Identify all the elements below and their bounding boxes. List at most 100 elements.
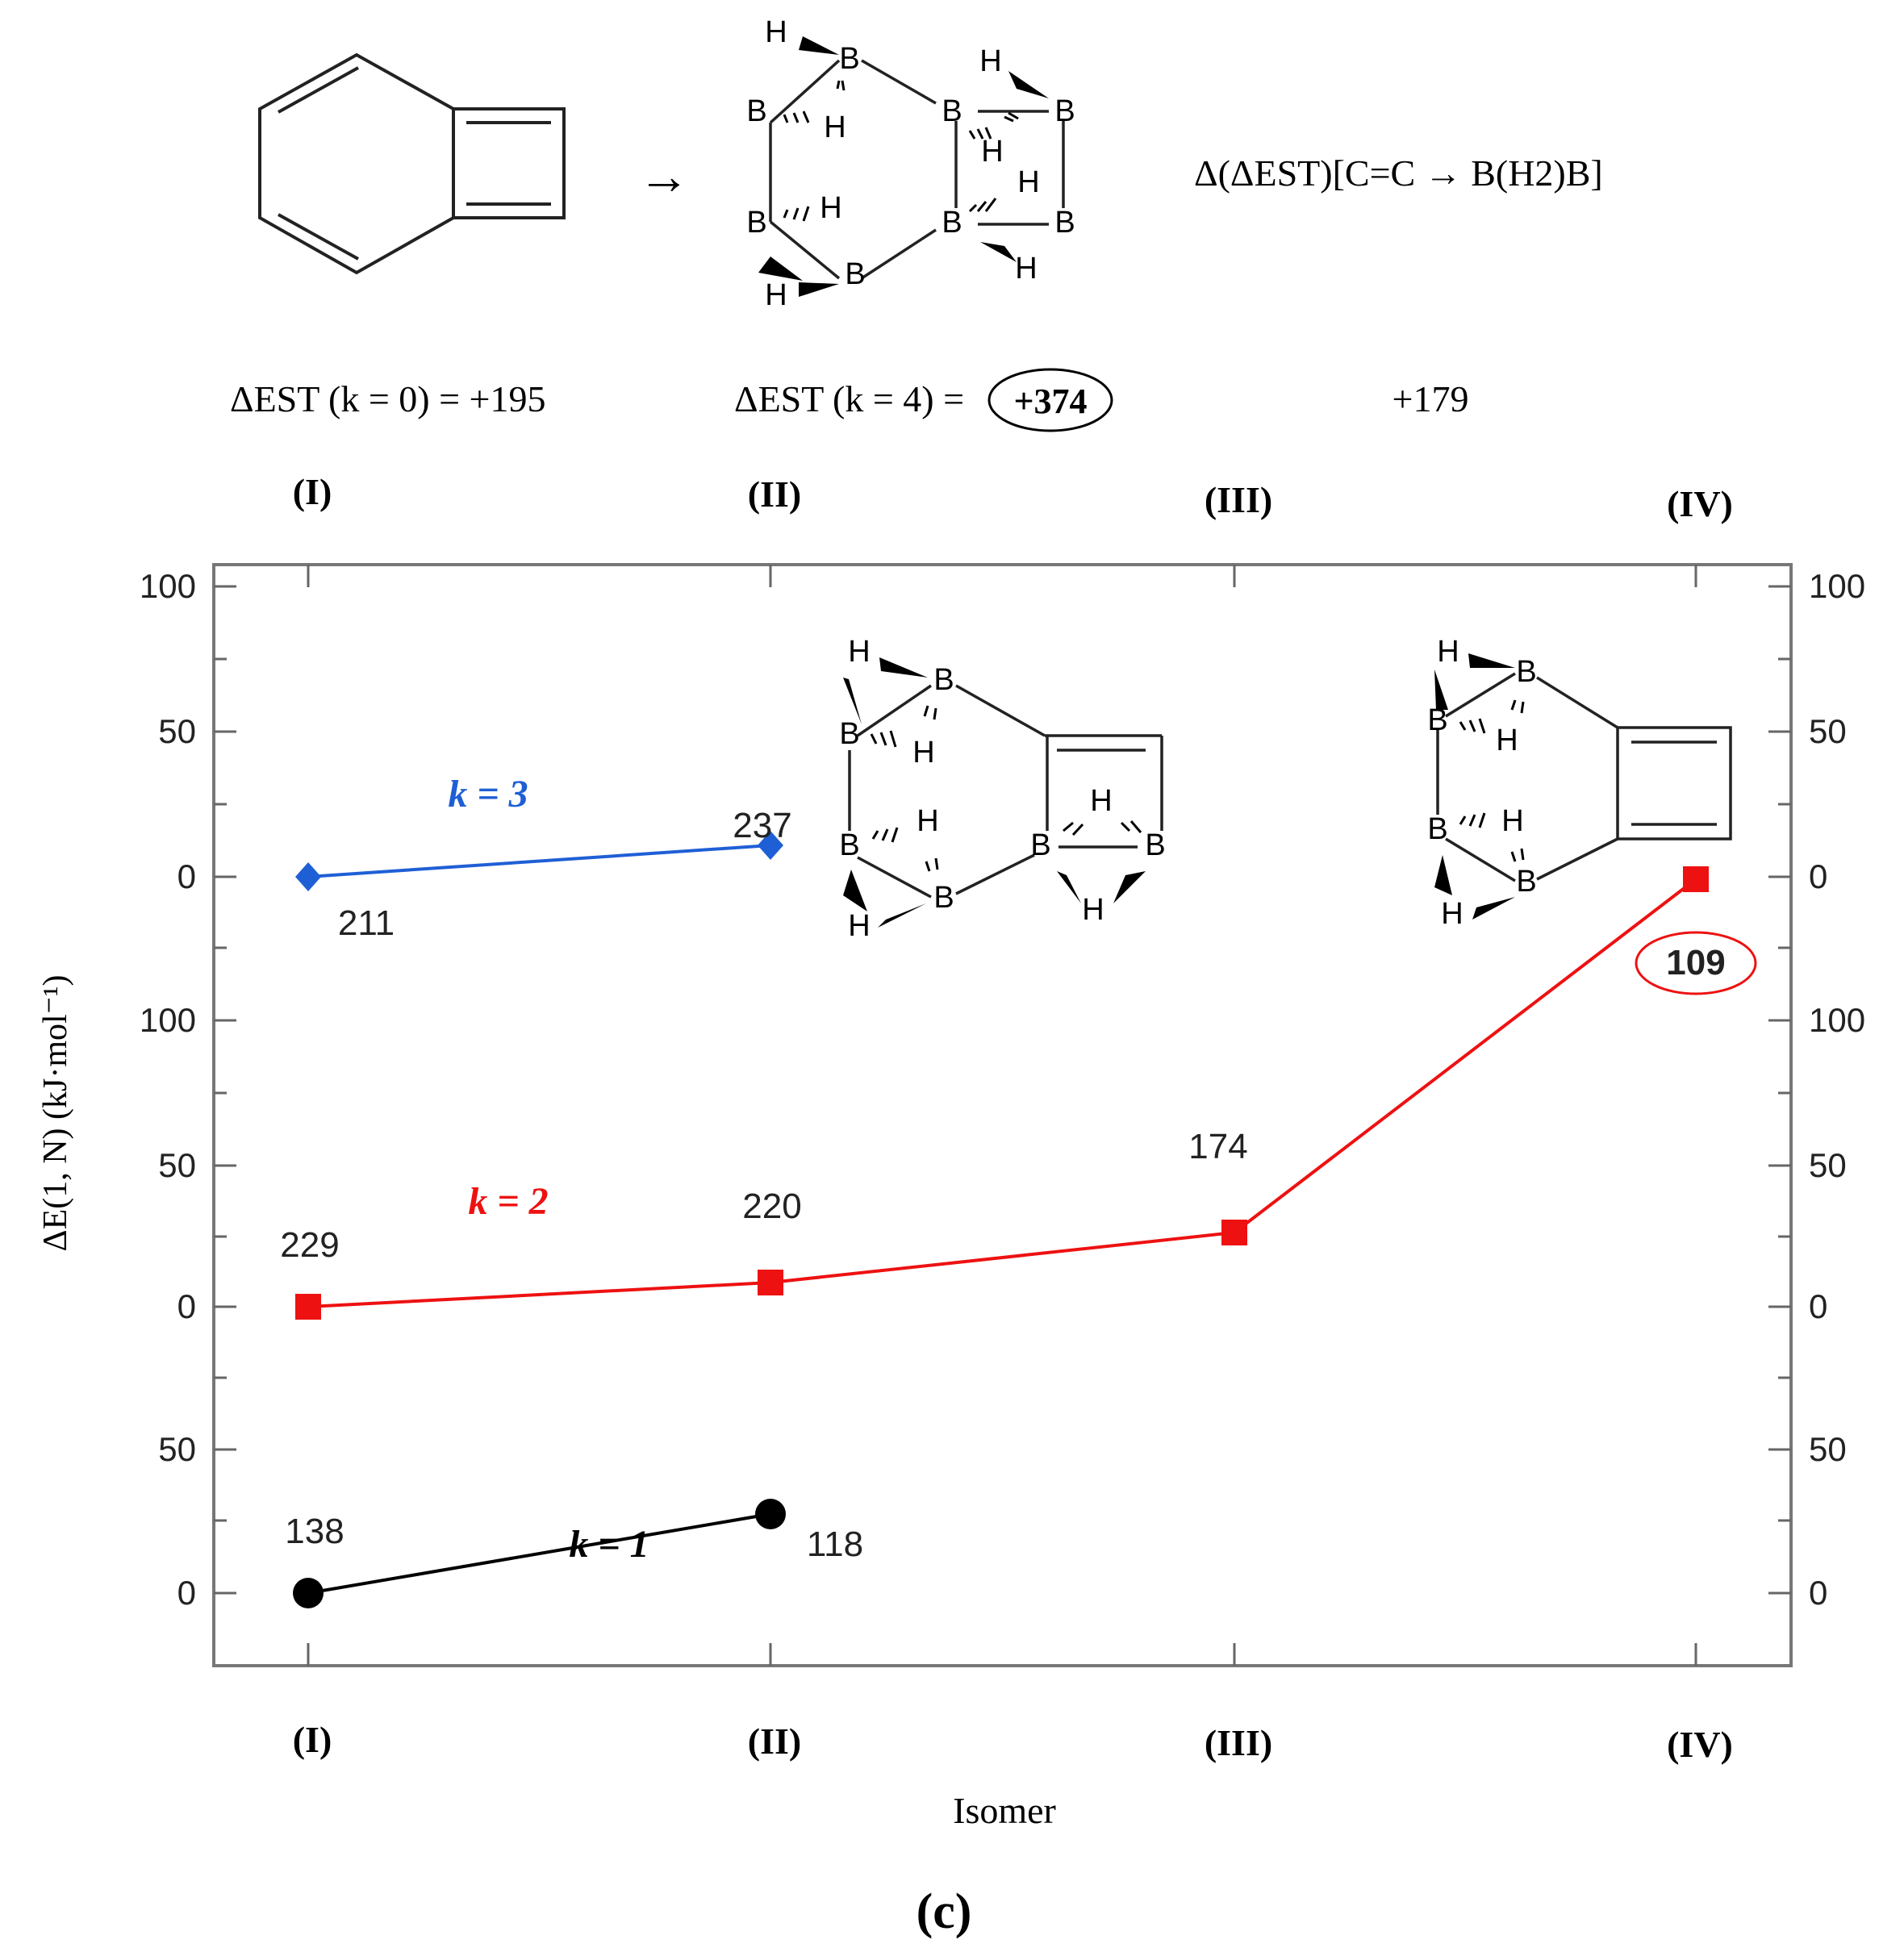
data-point	[758, 831, 783, 860]
series-name-label: k = 2	[468, 1180, 548, 1223]
y-tick-label-left: 100	[140, 1001, 196, 1039]
svg-text:B: B	[746, 206, 766, 240]
data-label: 229	[280, 1225, 339, 1265]
top-isomer-label: (I)	[293, 471, 332, 512]
series-name-labels: k = 3 k = 2 k = 1	[448, 773, 649, 1566]
y-tick-label-right: 50	[1809, 1430, 1847, 1468]
x-tick-label: (IV)	[1667, 1724, 1733, 1765]
y-tick-label-left: 50	[158, 712, 196, 750]
est-k4-label: ΔEST (k = 4) =	[734, 378, 964, 419]
svg-text:B: B	[1054, 206, 1075, 240]
y-tick-label-right: 100	[1809, 567, 1865, 605]
borane-structure-top: B B B B B B B B H H H H H H H H	[746, 15, 1075, 312]
series-layer	[293, 831, 1709, 1608]
borane-structure-isomer-iii: B B B B B B H H H H H H	[839, 635, 1165, 943]
borane-structure-isomer-iv: B B B B H H H H	[1427, 635, 1732, 931]
value-labels: 211 237 229 220 174 109 138 118	[280, 806, 1757, 1564]
svg-text:B: B	[839, 42, 859, 76]
svg-text:H: H	[765, 15, 787, 49]
y-tick-label-right: 0	[1809, 857, 1827, 895]
svg-text:H: H	[979, 44, 1001, 78]
data-label: 109	[1666, 943, 1725, 982]
x-tick-labels: (I) (II) (III) (IV)	[293, 1719, 1733, 1765]
panel-label: (c)	[917, 1884, 972, 1939]
data-point	[295, 1294, 321, 1320]
x-axis-title: Isomer	[953, 1790, 1056, 1831]
svg-text:B: B	[839, 828, 859, 862]
svg-text:H: H	[1441, 897, 1463, 931]
axis-ticks	[214, 565, 1791, 1666]
svg-text:H: H	[912, 736, 934, 770]
svg-text:B: B	[1427, 812, 1447, 846]
svg-text:B: B	[933, 881, 954, 915]
svg-text:B: B	[1516, 865, 1536, 899]
series-name-label: k = 1	[569, 1523, 649, 1566]
reaction-arrow: →	[638, 148, 690, 205]
svg-text:H: H	[824, 111, 846, 144]
svg-text:B: B	[1030, 828, 1050, 862]
data-label: 237	[733, 806, 791, 845]
delta-est-value: +179	[1393, 378, 1469, 419]
y-tick-label-left: 0	[177, 1574, 196, 1612]
data-label: 138	[285, 1512, 344, 1551]
data-label: 174	[1188, 1127, 1247, 1166]
x-tick-label: (II)	[748, 1721, 801, 1762]
y-tick-labels: 100 100 50 50 0 0 100 100 50 50 0 0 50 50 0 0	[140, 567, 1865, 1612]
y-tick-label-left: 100	[140, 567, 196, 605]
benzocyclobutadiene-structure	[258, 52, 566, 275]
svg-text:B: B	[1145, 828, 1165, 862]
series-line-k1	[307, 1512, 771, 1595]
x-tick-label: (I)	[293, 1719, 332, 1760]
data-label: 220	[742, 1187, 801, 1226]
svg-text:H: H	[1082, 893, 1104, 927]
est-k4-value: +374	[1013, 382, 1087, 421]
delta-delta-est-label: Δ(ΔEST)[C=C → B(H2)B]	[1194, 152, 1603, 194]
y-axis-title: ΔE(1, N) (kJ·mol⁻¹)	[37, 975, 74, 1252]
top-isomer-labels: (I)(II)(III)(IV)	[293, 471, 1733, 524]
top-isomer-label: (III)	[1205, 479, 1272, 520]
y-tick-label-right: 50	[1809, 712, 1847, 750]
data-point	[293, 1578, 324, 1608]
svg-text:H: H	[1090, 784, 1112, 818]
series-line-k2	[307, 878, 1697, 1308]
y-tick-label-left: 50	[158, 1146, 196, 1184]
data-label: 118	[807, 1525, 863, 1564]
series-name-label: k = 3	[448, 773, 528, 815]
est-k4-highlight-circle	[987, 368, 1113, 432]
svg-text:H: H	[1017, 165, 1039, 199]
svg-text:H: H	[765, 278, 787, 312]
y-tick-label-left: 0	[177, 1287, 196, 1325]
y-tick-label-right: 50	[1809, 1146, 1847, 1184]
svg-text:H: H	[1015, 252, 1037, 286]
data-point	[1221, 1220, 1247, 1245]
y-tick-label-left: 0	[177, 857, 196, 895]
svg-text:H: H	[917, 804, 938, 838]
est-k0-label: ΔEST (k = 0) = +195	[230, 378, 546, 419]
svg-text:B: B	[942, 94, 962, 128]
svg-text:B: B	[845, 257, 865, 291]
svg-text:H: H	[981, 135, 1003, 169]
top-isomer-label: (IV)	[1667, 483, 1733, 524]
y-tick-label-right: 0	[1809, 1574, 1827, 1612]
svg-text:H: H	[1496, 724, 1518, 757]
plot-frame	[212, 563, 1793, 1667]
svg-text:B: B	[942, 206, 962, 240]
highlight-circle	[1635, 931, 1757, 995]
svg-text:B: B	[1516, 655, 1536, 689]
svg-text:H: H	[820, 191, 841, 225]
y-tick-label-left: 50	[158, 1430, 196, 1468]
svg-text:B: B	[933, 663, 954, 697]
svg-text:H: H	[1501, 804, 1523, 838]
svg-text:B: B	[746, 94, 766, 128]
y-tick-label-right: 0	[1809, 1287, 1827, 1325]
plot-area: 100 100 50 50 0 0 100 100 50 50 0 0 50 50 0 0	[140, 563, 1865, 1667]
y-tick-label-right: 100	[1809, 1001, 1865, 1039]
data-point	[755, 1499, 786, 1529]
svg-text:H: H	[848, 909, 870, 943]
svg-text:H: H	[848, 635, 870, 669]
x-tick-label: (III)	[1205, 1722, 1272, 1763]
data-label: 211	[338, 903, 395, 943]
series-line-k3	[307, 844, 771, 878]
data-point	[1683, 866, 1709, 892]
